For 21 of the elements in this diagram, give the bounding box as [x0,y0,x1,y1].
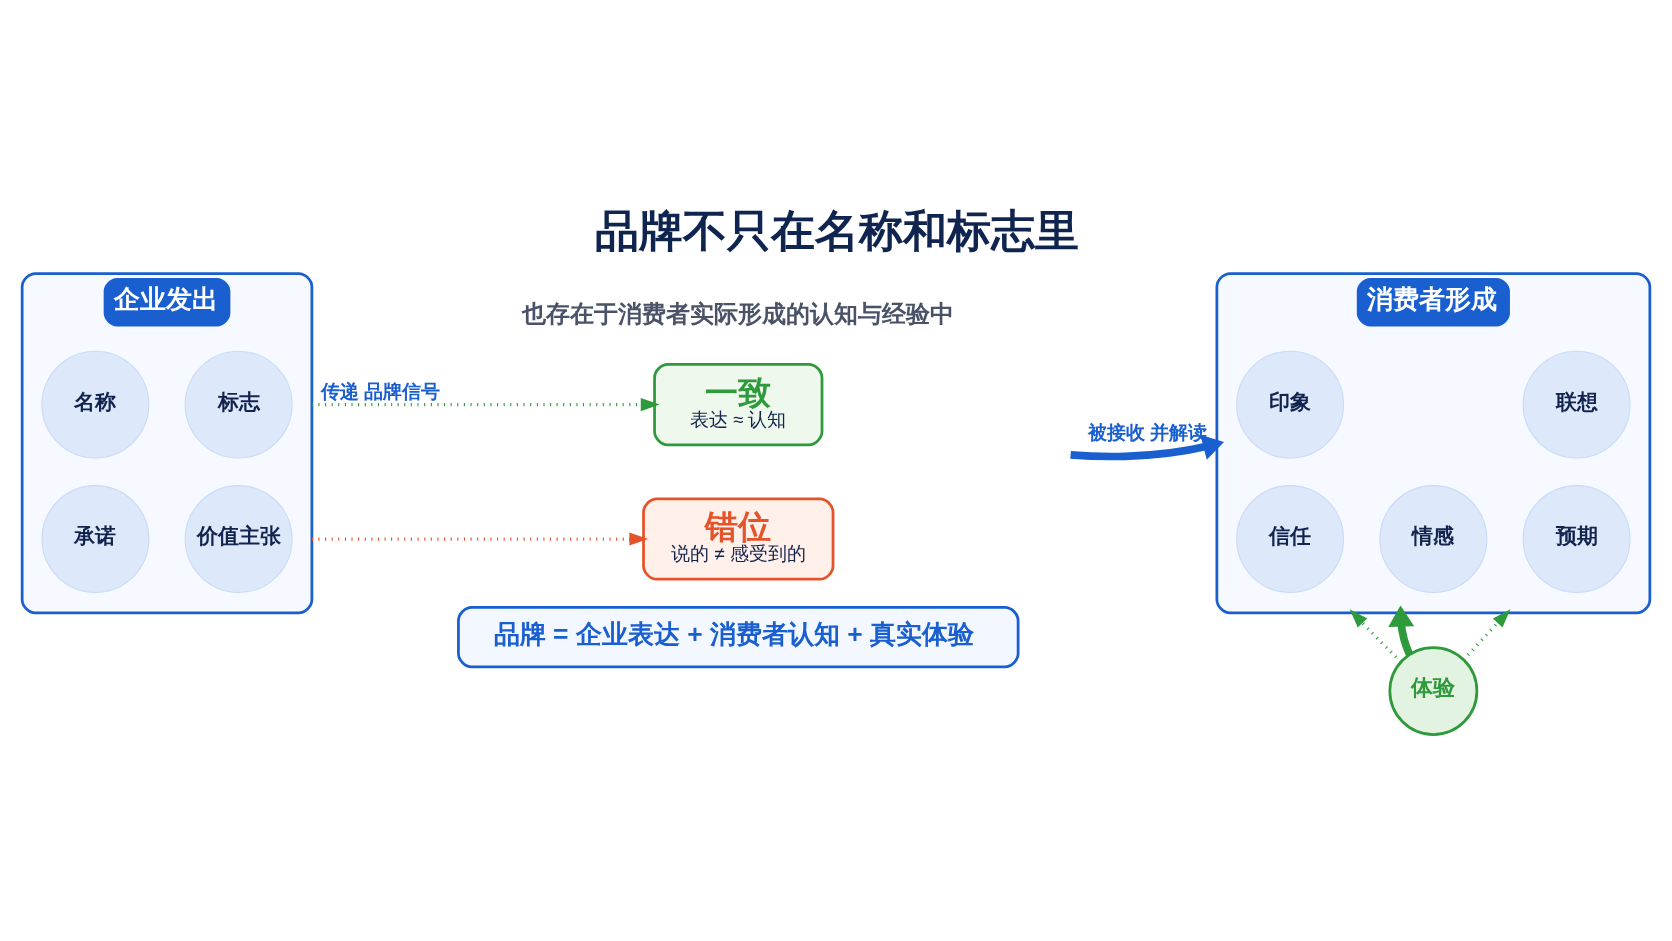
arrow [311,397,660,411]
node-circle: 名称 [41,350,150,459]
diagram-title: 品牌不只在名称和标志里 [594,205,1079,255]
node-circle: 体验 [1388,645,1479,736]
node-box: 一致 表达 ≈ 认知 [653,362,824,446]
node-circle: 预期 [1522,484,1631,593]
arrow [1462,608,1511,661]
node-box: 品牌 = 企业表达 + 消费者认知 + 真实体验 [457,605,1020,668]
node-circle: 联想 [1522,350,1631,459]
node-circle: 价值主张 [184,484,293,593]
arrow [1349,608,1402,663]
node-circle: 信任 [1236,484,1345,593]
arrow [311,531,649,546]
arrow [1388,604,1415,656]
node-box: 错位 说的 ≠ 感受到的 [642,496,835,581]
node-circle: 情感 [1379,484,1488,593]
label: 也存在于消费者实际形成的认知与经验中 [522,299,955,327]
node-circle: 印象 [1236,350,1345,459]
node-circle: 承诺 [41,484,150,593]
node-circle: 标志 [184,350,293,459]
edge-label: 传递 品牌信号 [320,380,440,402]
